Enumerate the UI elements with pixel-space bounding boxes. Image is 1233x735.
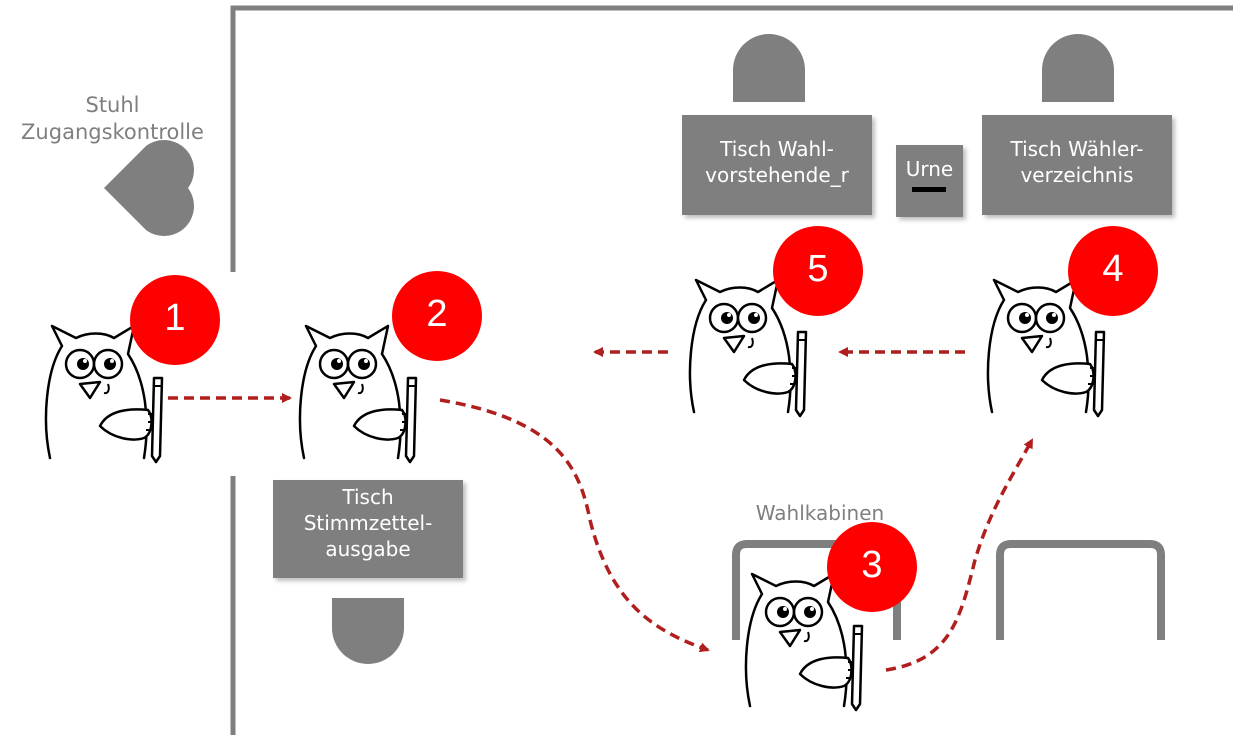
label-register-line-1: Tisch Wähler- [1010,137,1144,161]
label-board-line-2: vorstehende_r [705,163,849,187]
room-wall [230,5,1233,735]
label-chair-line-2: Zugangskontrolle [21,120,204,145]
urn-slot [912,187,946,192]
step-badge-5 [773,226,863,316]
step-badge-3 [827,522,917,612]
table-voter-register [982,115,1172,215]
label-ballot-line-3: ausgabe [325,537,411,561]
step-number-2: 2 [426,293,448,335]
table-election-board [682,115,872,215]
chair-register [1042,34,1114,102]
ballot-urn [896,145,963,217]
voting-booth-2 [996,540,1165,640]
step-number-4: 4 [1102,248,1124,290]
label-table-register: Tisch Wähler- verzeichnis [982,136,1172,188]
label-chair-access: Stuhl Zugangskontrolle [0,92,225,147]
table-ballot-issue [273,480,463,578]
label-ballot-line-2: Stimmzettel- [303,511,433,535]
step-number-1: 1 [164,297,186,339]
step-badge-1 [130,275,220,365]
chair-ballot [332,598,404,664]
step-number-3: 3 [861,544,883,586]
chair-access-control [104,139,195,236]
step-badge-2 [392,271,482,361]
label-chair-line-1: Stuhl [85,93,140,117]
label-table-board: Tisch Wahl- vorstehende_r [682,136,872,188]
voter-path [168,347,1034,672]
label-register-line-2: verzeichnis [1020,163,1134,187]
path-3-to-4 [885,438,1034,672]
label-booths: Wahlkabinen [755,501,885,525]
chair-board [733,34,805,102]
owl-voter-2 [298,324,418,464]
label-urn: Urne [905,157,954,181]
path-2-to-3 [439,398,710,653]
step-number-5: 5 [807,248,829,290]
label-board-line-1: Tisch Wahl- [720,137,834,161]
label-ballot-line-1: Tisch [342,485,394,509]
label-table-ballot: Tisch Stimmzettel- ausgabe [273,484,463,562]
step-badge-4 [1068,226,1158,316]
